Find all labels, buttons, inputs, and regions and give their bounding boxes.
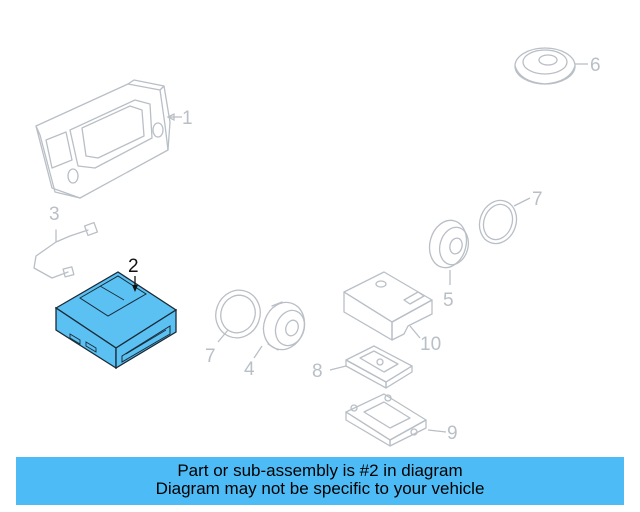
part-4-speaker-left[interactable] <box>257 297 311 356</box>
callout-6: 6 <box>590 55 601 76</box>
part-7-seal-right[interactable] <box>474 195 523 249</box>
callout-7a: 7 <box>205 346 216 367</box>
banner-line-2: Diagram may not be specific to your vehi… <box>155 479 485 498</box>
part-3-cable[interactable] <box>33 221 99 279</box>
part-4-speaker-right[interactable] <box>424 216 472 272</box>
part-6-cap[interactable] <box>514 47 576 85</box>
callout-10: 10 <box>420 334 441 355</box>
parts-diagram: 1 3 2 7 4 <box>33 47 601 447</box>
callout-2: 2 <box>128 256 139 277</box>
callout-8: 8 <box>312 361 323 382</box>
leader-1-arrow <box>166 112 175 122</box>
callout-9: 9 <box>447 423 458 444</box>
callout-3: 3 <box>49 204 60 225</box>
part-2-media-module[interactable] <box>54 271 178 370</box>
callout-1: 1 <box>182 108 193 129</box>
callout-4a: 4 <box>244 359 255 380</box>
part-1-head-unit[interactable] <box>35 79 171 199</box>
leader-10 <box>409 325 421 339</box>
part-8-bracket[interactable] <box>345 345 413 389</box>
leader-7b <box>513 197 531 207</box>
part-10-module[interactable] <box>343 271 433 341</box>
callout-5: 5 <box>443 290 454 311</box>
banner-line-1: Part or sub-assembly is #2 in diagram <box>177 461 463 480</box>
leader-7a <box>217 329 229 343</box>
part-7-seal-left[interactable] <box>209 284 267 344</box>
part-9-frame[interactable] <box>345 393 427 447</box>
info-banner: Part or sub-assembly is #2 in diagram Di… <box>16 457 624 505</box>
leader-9 <box>427 429 447 433</box>
leader-8 <box>329 365 347 371</box>
leader-4a <box>253 345 263 359</box>
leader-2-arrow <box>132 285 138 292</box>
callout-7b: 7 <box>532 189 543 210</box>
